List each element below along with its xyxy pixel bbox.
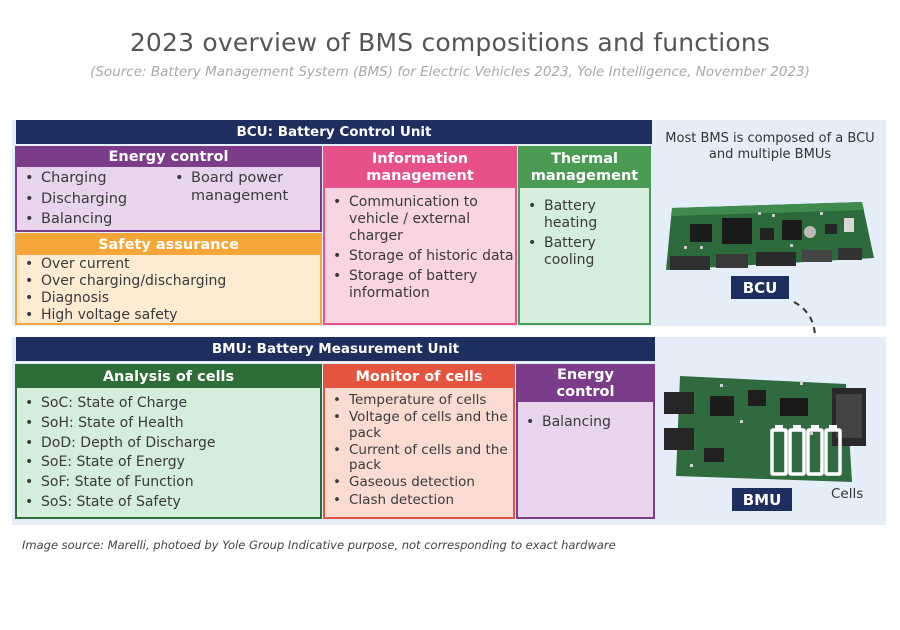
list-item: Balancing bbox=[518, 414, 653, 431]
bcu-board-image bbox=[666, 202, 874, 270]
bcu-energy-control-title: Energy control bbox=[17, 148, 320, 167]
safety-assurance-title: Safety assurance bbox=[17, 235, 320, 255]
list-item: High voltage safety bbox=[17, 307, 320, 323]
information-management-list: Communication to vehicle / external char… bbox=[325, 188, 515, 302]
bmu-header: BMU: Battery Measurement Unit bbox=[16, 337, 655, 361]
bmu-energy-control-list: Balancing bbox=[518, 402, 653, 431]
list-item: Charging bbox=[17, 170, 167, 188]
thermal-management-title: Thermal management bbox=[520, 148, 649, 188]
list-item: Voltage of cells and the pack bbox=[325, 410, 513, 441]
list-item: SoS: State of Safety bbox=[17, 494, 320, 511]
list-item: Clash detection bbox=[325, 492, 513, 508]
thermal-management-list: Battery heating Battery cooling bbox=[520, 188, 616, 269]
page-subtitle: (Source: Battery Management System (BMS)… bbox=[90, 64, 810, 80]
thermal-management-box: Thermal management Battery heating Batte… bbox=[518, 146, 651, 325]
analysis-of-cells-title: Analysis of cells bbox=[17, 366, 320, 388]
page-title: 2023 overview of BMS compositions and fu… bbox=[129, 28, 771, 57]
bmu-energy-control-box: Energy control Balancing bbox=[516, 364, 655, 519]
monitor-of-cells-list: Temperature of cells Voltage of cells an… bbox=[325, 388, 513, 508]
list-item: Diagnosis bbox=[17, 290, 320, 306]
monitor-of-cells-box: Monitor of cells Temperature of cells Vo… bbox=[323, 364, 515, 519]
list-item: SoE: State of Energy bbox=[17, 454, 320, 471]
analysis-of-cells-box: Analysis of cells SoC: State of Charge S… bbox=[15, 364, 322, 519]
information-management-title: Information management bbox=[325, 148, 515, 188]
monitor-of-cells-title: Monitor of cells bbox=[325, 366, 513, 388]
cells-label: Cells bbox=[831, 486, 864, 502]
list-item: Gaseous detection bbox=[325, 474, 513, 490]
list-item: Temperature of cells bbox=[325, 392, 513, 408]
list-item: Battery cooling bbox=[520, 235, 616, 269]
bcu-energy-control-list-right: Board power management bbox=[167, 170, 317, 230]
list-item: SoH: State of Health bbox=[17, 415, 320, 432]
list-item: Balancing bbox=[17, 211, 167, 229]
list-item: Storage of historic data bbox=[325, 248, 515, 265]
bmu-board-image bbox=[664, 376, 866, 482]
bmu-energy-control-title: Energy control bbox=[518, 366, 653, 402]
analysis-of-cells-list: SoC: State of Charge SoH: State of Healt… bbox=[17, 388, 320, 511]
list-item: Board power management bbox=[167, 170, 317, 205]
bmu-label: BMU bbox=[732, 488, 792, 511]
list-item: Communication to vehicle / external char… bbox=[325, 194, 515, 245]
list-item: DoD: Depth of Discharge bbox=[17, 435, 320, 452]
list-item: SoC: State of Charge bbox=[17, 395, 320, 412]
composition-note: Most BMS is composed of a BCU and multip… bbox=[665, 131, 875, 163]
bcu-header: BCU: Battery Control Unit bbox=[16, 120, 652, 144]
bcu-label: BCU bbox=[731, 276, 789, 299]
information-management-box: Information management Communication to … bbox=[323, 146, 517, 325]
list-item: Storage of battery information bbox=[325, 268, 515, 302]
list-item: Over current bbox=[17, 256, 320, 272]
image-source-note: Image source: Marelli, photoed by Yole G… bbox=[22, 538, 616, 552]
safety-assurance-box: Safety assurance Over current Over charg… bbox=[15, 233, 322, 325]
list-item: Battery heating bbox=[520, 198, 616, 232]
bcu-energy-control-box: Energy control Charging Discharging Bala… bbox=[15, 146, 322, 232]
list-item: Current of cells and the pack bbox=[325, 442, 513, 474]
bcu-energy-control-list-left: Charging Discharging Balancing bbox=[17, 170, 167, 230]
list-item: SoF: State of Function bbox=[17, 474, 320, 491]
list-item: Over charging/discharging bbox=[17, 273, 320, 289]
safety-assurance-list: Over current Over charging/discharging D… bbox=[17, 255, 320, 323]
list-item: Discharging bbox=[17, 191, 167, 209]
